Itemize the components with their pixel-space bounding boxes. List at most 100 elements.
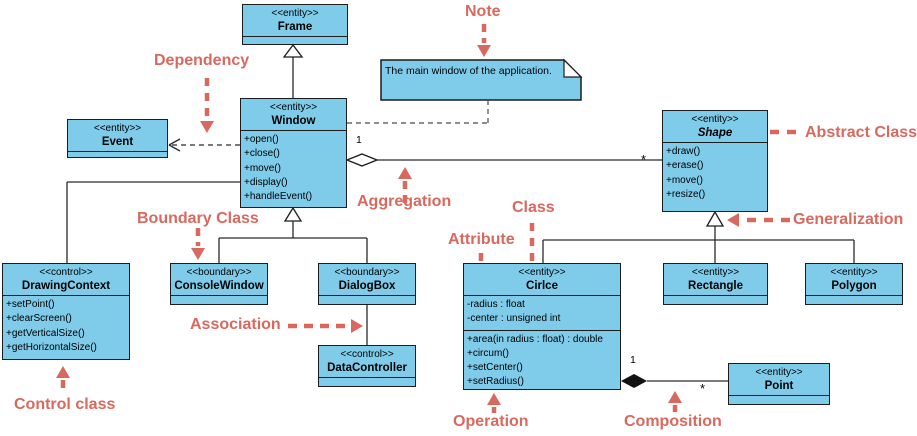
operation: +move() bbox=[666, 174, 703, 186]
annotation-composition: Composition bbox=[624, 413, 722, 430]
stereotype: <<entity>> bbox=[691, 114, 739, 125]
operation: +clearScreen() bbox=[6, 313, 72, 325]
class-name: DataController bbox=[327, 362, 407, 374]
annotation-operation: Operation bbox=[453, 413, 529, 430]
stereotype: <<entity>> bbox=[755, 367, 803, 378]
annotation-note: Note bbox=[465, 3, 501, 20]
class-title: <<entity>> Window bbox=[241, 99, 346, 130]
class-name: Polygon bbox=[831, 280, 877, 292]
class-name: Window bbox=[271, 115, 316, 127]
association-arrow bbox=[288, 319, 363, 333]
class-title: <<boundary>> DialogBox bbox=[319, 264, 415, 295]
empty-compartment bbox=[319, 295, 415, 304]
boundary-class-arrow bbox=[191, 228, 205, 260]
empty-compartment bbox=[319, 377, 415, 386]
operation: +resize() bbox=[666, 188, 706, 200]
attribute: -center : unsigned int bbox=[467, 313, 561, 325]
operations-compartment: +open() +close() +move() +display() +han… bbox=[241, 130, 346, 207]
operation: +erase() bbox=[666, 160, 704, 172]
operation: +setRadius() bbox=[467, 376, 524, 388]
annotation-attribute: Attribute bbox=[448, 231, 515, 248]
operations-compartment: +setPoint() +clearScreen() +getVerticalS… bbox=[3, 295, 129, 359]
operation: +area(in radius : float) : double bbox=[467, 333, 603, 345]
class-name: Point bbox=[764, 380, 794, 392]
class-polygon: <<entity>> Polygon bbox=[805, 263, 903, 305]
operations-compartment: +area(in radius : float) : double +circu… bbox=[464, 329, 620, 391]
association-window-drawingcontext bbox=[66, 181, 240, 263]
multiplicity-aggregation-many: * bbox=[641, 152, 647, 167]
operation: +display() bbox=[244, 176, 288, 188]
class-title: <<entity>> Rectangle bbox=[664, 264, 767, 295]
stereotype: <<boundary>> bbox=[334, 267, 400, 278]
note-shape bbox=[380, 58, 583, 101]
stereotype: <<boundary>> bbox=[186, 267, 252, 278]
stereotype: <<entity>> bbox=[93, 123, 142, 134]
class-datacontroller: <<control>> DataController bbox=[318, 345, 416, 387]
class-title: <<control>> DrawingContext bbox=[3, 264, 129, 295]
empty-compartment bbox=[729, 395, 829, 404]
stereotype: <<control>> bbox=[39, 267, 93, 278]
stereotype: <<entity>> bbox=[271, 8, 319, 19]
class-name: Rectangle bbox=[688, 280, 743, 292]
class-title: <<entity>> Polygon bbox=[806, 264, 902, 295]
annotation-control-class: Control class bbox=[14, 396, 116, 413]
class-name: Event bbox=[101, 136, 134, 148]
empty-compartment bbox=[806, 295, 902, 304]
operation: +getHorizontalSize() bbox=[6, 341, 97, 353]
class-name: DialogBox bbox=[338, 280, 396, 292]
class-name: Cirlce bbox=[526, 280, 558, 292]
class-name: ConsoleWindow bbox=[174, 280, 264, 292]
class-name: Shape bbox=[697, 127, 733, 139]
annotation-aggregation: Aggregation bbox=[357, 193, 452, 210]
class-shape: <<entity>> Shape +draw() +erase() +move(… bbox=[662, 110, 768, 212]
class-name: DrawingContext bbox=[21, 280, 111, 292]
note-connector bbox=[347, 100, 489, 124]
class-window: <<entity>> Window +open() +close() +move… bbox=[240, 98, 347, 208]
composition-circle-point bbox=[621, 374, 728, 388]
class-title: <<entity>> Cirlce bbox=[464, 264, 620, 295]
class-title: <<entity>> Shape bbox=[663, 111, 767, 142]
class-circle: <<entity>> Cirlce -radius : float -cente… bbox=[463, 263, 621, 390]
class-name: Frame bbox=[277, 21, 313, 33]
operation: +close() bbox=[244, 148, 280, 160]
annotation-abstract-class: Abstract Class bbox=[805, 124, 917, 141]
class-title: <<boundary>> ConsoleWindow bbox=[171, 264, 267, 295]
empty-compartment bbox=[243, 36, 347, 44]
multiplicity-composition-many: * bbox=[700, 381, 706, 396]
stereotype: <<entity>> bbox=[518, 267, 566, 278]
operation: +getVerticalSize() bbox=[6, 327, 85, 339]
class-frame: <<entity>> Frame bbox=[242, 4, 348, 45]
composition-arrow bbox=[668, 391, 682, 412]
class-rectangle: <<entity>> Rectangle bbox=[663, 263, 768, 305]
note-arrow bbox=[477, 24, 491, 57]
empty-compartment bbox=[171, 295, 267, 304]
annotation-dependency: Dependency bbox=[154, 52, 250, 69]
annotation-association: Association bbox=[190, 316, 281, 333]
aggregation-arrow bbox=[398, 167, 412, 206]
annotation-boundary-class: Boundary Class bbox=[137, 210, 259, 227]
operation: +draw() bbox=[666, 146, 701, 157]
class-dialogbox: <<boundary>> DialogBox bbox=[318, 263, 416, 305]
operation: +handleEvent() bbox=[244, 191, 313, 203]
class-consolewindow: <<boundary>> ConsoleWindow bbox=[170, 263, 268, 305]
operation: +move() bbox=[244, 162, 281, 174]
operation: +circum() bbox=[467, 347, 509, 359]
class-point: <<entity>> Point bbox=[728, 363, 830, 405]
class-title: <<entity>> Frame bbox=[243, 5, 347, 36]
generalization-arrow bbox=[727, 213, 790, 227]
operation: +open() bbox=[244, 134, 279, 145]
operation-arrow bbox=[487, 393, 501, 413]
operation: +setPoint() bbox=[6, 299, 55, 310]
stereotype: <<entity>> bbox=[269, 102, 318, 113]
annotation-class: Class bbox=[512, 199, 555, 216]
class-title: <<entity>> Point bbox=[729, 364, 829, 395]
dependency-window-event bbox=[168, 138, 240, 152]
stereotype: <<entity>> bbox=[691, 267, 740, 278]
multiplicity-aggregation-one: 1 bbox=[356, 134, 362, 146]
control-class-arrow bbox=[56, 366, 70, 392]
attribute: -radius : float bbox=[467, 299, 525, 310]
generalization-shape-children bbox=[542, 210, 855, 263]
empty-compartment bbox=[68, 151, 167, 157]
class-title: <<entity>> Event bbox=[68, 120, 167, 151]
